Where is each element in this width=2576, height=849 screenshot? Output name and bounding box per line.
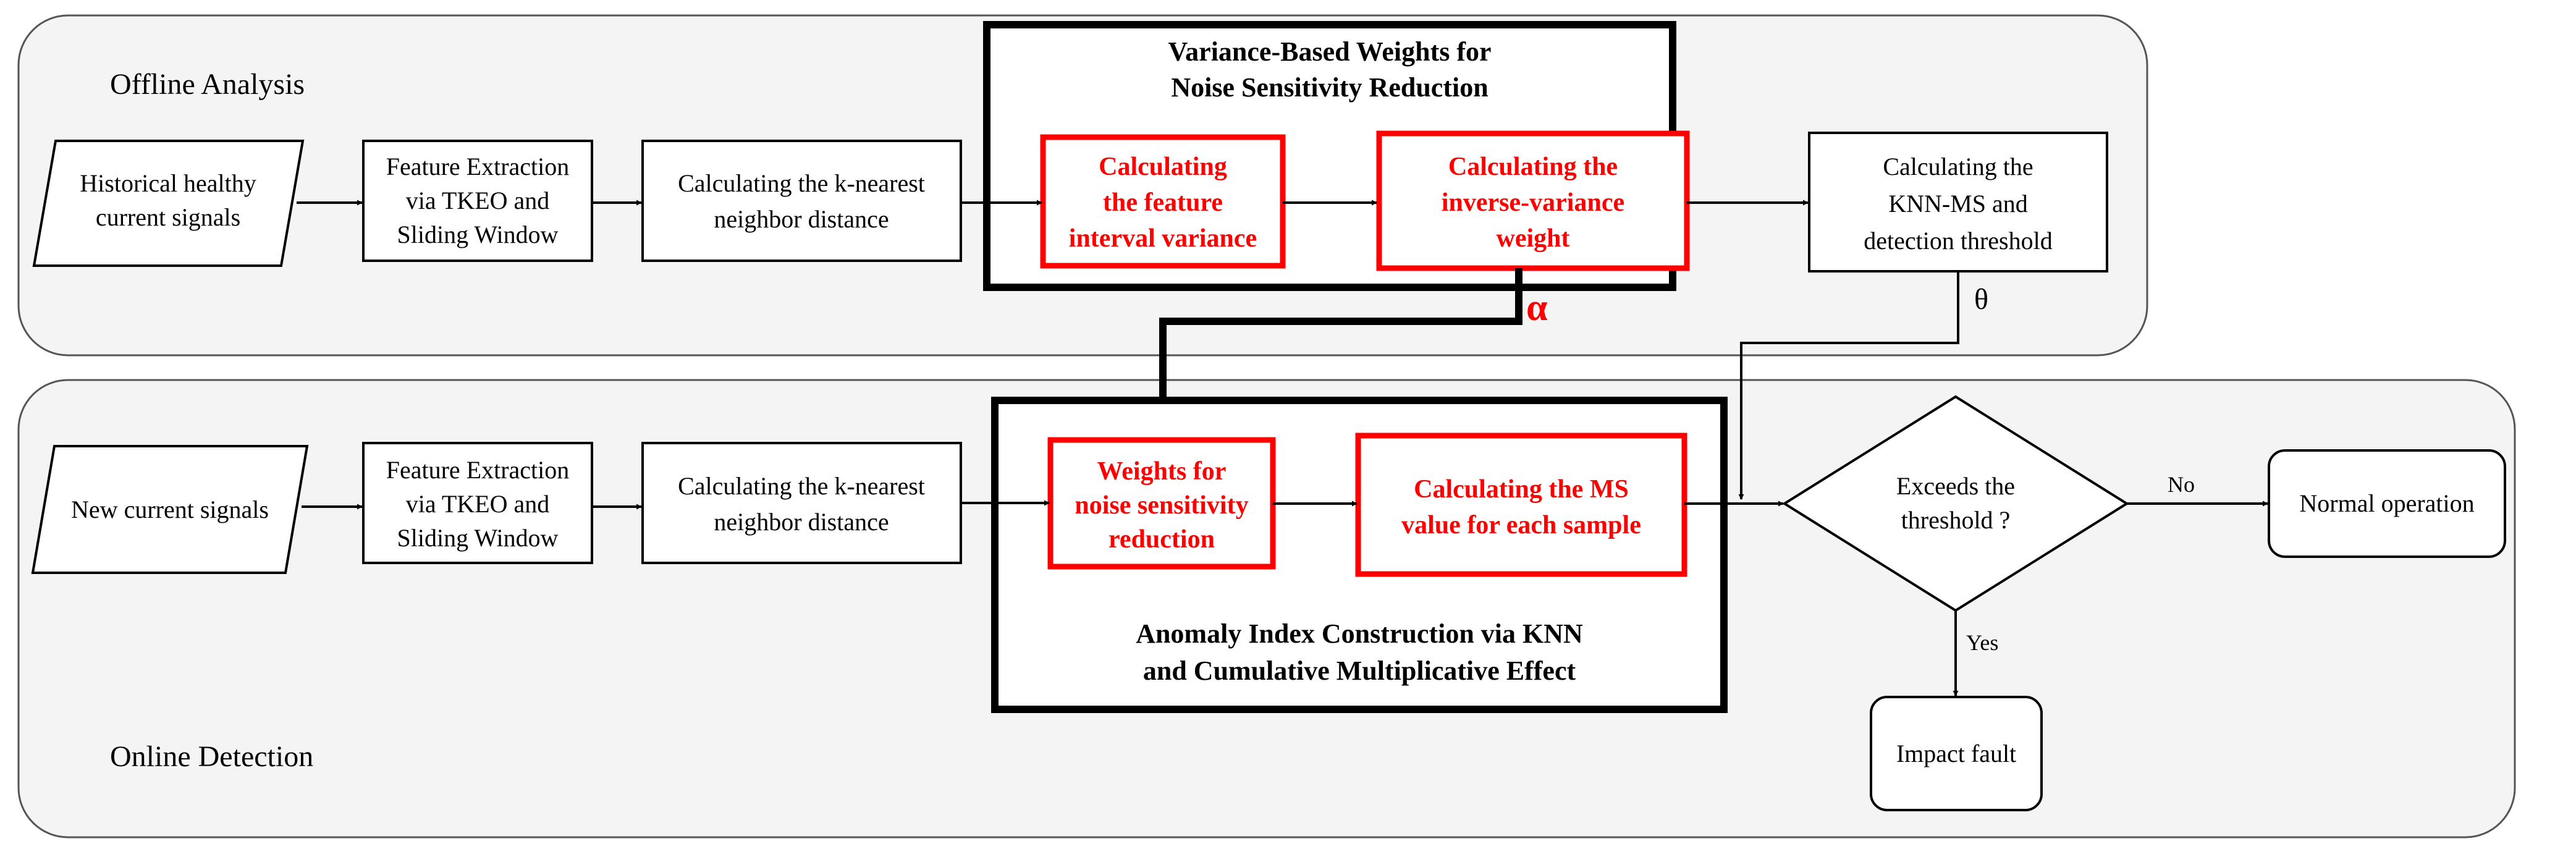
noise-weights-box: [1047, 437, 1276, 570]
inverse-variance-box: [1376, 130, 1690, 271]
offline-knn-box: [641, 140, 962, 262]
noise-weights-label-line-1: Weights for: [1097, 457, 1227, 486]
impact-fault-box: [1870, 696, 2043, 811]
online-feature-label-line-3: Sliding Window: [397, 524, 558, 552]
inverse-variance-label-line-3: weight: [1497, 224, 1570, 253]
interval-variance-label-line-2: the feature: [1103, 188, 1223, 217]
anomaly-group-title: Anomaly Index Construction via KNN and Cu…: [1136, 619, 1583, 686]
ms-value-label-line-2: value for each sample: [1401, 511, 1641, 539]
online-input-label: New current signals: [71, 496, 269, 523]
interval-variance-label: Calculating the feature interval variance: [1069, 153, 1257, 253]
online-feature-box: [362, 442, 593, 564]
online-knn-label-line-2: neighbor distance: [714, 508, 889, 536]
variance-group-title-line-2: Noise Sensitivity Reduction: [1171, 72, 1488, 103]
normal-operation-label: Normal operation: [2299, 489, 2474, 517]
theta-label: θ: [1974, 283, 1988, 316]
threshold-label-line-2: KNN-MS and: [1888, 190, 2028, 218]
online-input-label-line-1: New current signals: [71, 496, 269, 523]
impact-fault-label: Impact fault: [1896, 740, 2016, 767]
online-knn-label-line-1: Calculating the k-nearest: [678, 472, 925, 500]
impact-fault-label-line-1: Impact fault: [1896, 740, 2016, 767]
ms-value-box: [1355, 433, 1687, 577]
offline-knn-label: Calculating the k-nearest neighbor distan…: [678, 169, 925, 233]
alpha-label-line-1: α: [1526, 287, 1548, 329]
offline-input-shape: [32, 140, 305, 267]
ms-value-label-line-1: Calculating the MS: [1414, 475, 1629, 504]
yes-label-line-1: Yes: [1966, 630, 1998, 655]
online-input-shape: [31, 445, 309, 574]
threshold-label-line-1: Calculating the: [1883, 153, 2033, 180]
normal-operation-box: [2268, 449, 2506, 558]
noise-weights-label-line-3: reduction: [1109, 525, 1215, 554]
theta-connector: [1738, 271, 1959, 500]
decision-label-line-2: threshold ?: [1901, 506, 2011, 534]
variance-group-title-line-1: Variance-Based Weights for: [1168, 36, 1491, 67]
online-title: Online Detection: [110, 740, 313, 773]
online-knn-label: Calculating the k-nearest neighbor distan…: [678, 472, 925, 536]
offline-title: Offline Analysis: [110, 68, 305, 101]
online-title-line-1: Online Detection: [110, 740, 313, 773]
no-label-line-1: No: [2168, 472, 2195, 497]
offline-input-label-line-2: current signals: [96, 203, 240, 231]
threshold-box: [1808, 132, 2108, 272]
threshold-label-line-3: detection threshold: [1864, 227, 2052, 255]
online-feature-label-line-1: Feature Extraction: [386, 456, 570, 484]
anomaly-group-title-line-2: and Cumulative Multiplicative Effect: [1143, 656, 1576, 686]
offline-input-label: Historical healthy current signals: [80, 169, 256, 231]
offline-feature-box: [362, 140, 593, 262]
online-knn-box: [641, 442, 962, 564]
noise-weights-label: Weights for noise sensitivity reduction: [1075, 457, 1248, 554]
inverse-variance-label-line-2: inverse-variance: [1442, 188, 1624, 217]
offline-knn-label-line-1: Calculating the k-nearest: [678, 169, 925, 197]
ms-value-label: Calculating the MS value for each sample: [1401, 475, 1641, 539]
no-label: No: [2168, 472, 2195, 497]
interval-variance-label-line-1: Calculating: [1099, 153, 1227, 181]
yes-label: Yes: [1966, 630, 1998, 655]
online-feature-label-line-2: via TKEO and: [406, 490, 550, 518]
offline-feature-label-line-2: via TKEO and: [406, 187, 550, 214]
inverse-variance-label: Calculating the inverse-variance weight: [1442, 153, 1624, 253]
noise-weights-label-line-2: noise sensitivity: [1075, 491, 1248, 520]
interval-variance-label-line-3: interval variance: [1069, 224, 1257, 253]
inverse-variance-label-line-1: Calculating the: [1448, 153, 1618, 181]
decision-label-line-1: Exceeds the: [1896, 472, 2015, 500]
normal-operation-label-line-1: Normal operation: [2299, 489, 2474, 517]
theta-label-line-1: θ: [1974, 283, 1988, 316]
offline-knn-label-line-2: neighbor distance: [714, 205, 889, 233]
offline-feature-label-line-1: Feature Extraction: [386, 153, 570, 180]
offline-feature-label-line-3: Sliding Window: [397, 221, 558, 248]
decision-label: Exceeds the threshold ?: [1896, 472, 2015, 534]
offline-input-label-line-1: Historical healthy: [80, 169, 256, 197]
offline-title-line-1: Offline Analysis: [110, 68, 305, 101]
anomaly-group-title-line-1: Anomaly Index Construction via KNN: [1136, 619, 1583, 649]
alpha-label: α: [1526, 287, 1548, 329]
alpha-connector: [1154, 268, 1522, 442]
